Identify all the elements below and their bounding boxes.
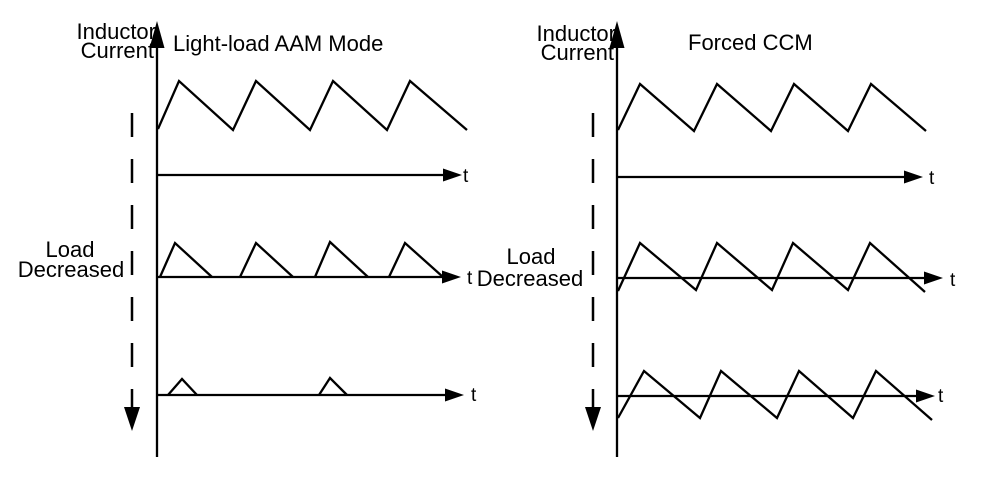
left-load-label-line1: Load: [46, 237, 95, 262]
waveform-trace: [616, 82, 927, 133]
waveform-trace: [238, 241, 294, 278]
waveform-trace: [616, 369, 933, 421]
left-y-axis-arrow-icon: [149, 21, 165, 48]
right-load-decrease-arrow-icon: [585, 407, 601, 431]
panel-light-load-aam: Inductor Current Light-load AAM Mode t t…: [18, 19, 477, 457]
left-t-label-row1: t: [463, 166, 469, 187]
waveform-trace: [167, 377, 198, 396]
right-t-label-row2: t: [950, 270, 956, 291]
left-t-axis-row3-arrow-icon: [445, 388, 464, 402]
waveform-trace: [616, 241, 926, 293]
right-t-axis-row3-arrow-icon: [916, 389, 935, 403]
right-t-axis-row2-arrow-icon: [924, 271, 943, 285]
panel-forced-ccm: Inductor Current Forced CCM t t t Load D…: [477, 21, 956, 457]
right-waveform-row2: [616, 241, 926, 293]
left-waveform-row3: [167, 376, 348, 396]
left-t-label-row3: t: [471, 385, 477, 406]
right-waveform-row3: [616, 369, 933, 421]
right-load-label-line2: Decreased: [477, 266, 583, 291]
left-y-axis-label-line1: Inductor: [77, 19, 157, 44]
waveform-trace: [158, 241, 213, 278]
left-waveform-row2: [158, 240, 444, 278]
waveform-trace: [156, 79, 468, 132]
left-waveform-row1: [156, 79, 468, 132]
left-y-axis-label-line2: Current: [81, 38, 154, 63]
waveform-trace: [313, 240, 369, 278]
right-t-axis-row1-arrow-icon: [904, 170, 923, 184]
right-waveform-row1: [616, 82, 927, 133]
left-t-axis-row1-arrow-icon: [443, 168, 462, 182]
right-panel-title: Forced CCM: [688, 30, 813, 55]
left-load-label-line2: Decreased: [18, 257, 124, 282]
left-load-decrease-arrow-icon: [124, 407, 140, 431]
right-y-axis-label-line2: Current: [541, 40, 614, 65]
right-t-label-row1: t: [929, 168, 935, 189]
waveform-trace: [318, 376, 348, 396]
left-t-label-row2: t: [467, 268, 473, 289]
right-t-label-row3: t: [938, 386, 944, 407]
left-panel-title: Light-load AAM Mode: [173, 31, 383, 56]
right-y-axis-arrow-icon: [609, 21, 625, 48]
left-t-axis-row2-arrow-icon: [442, 270, 461, 284]
right-load-label-line1: Load: [507, 244, 556, 269]
waveform-trace: [387, 241, 444, 278]
right-y-axis-label-line1: Inductor: [537, 21, 617, 46]
